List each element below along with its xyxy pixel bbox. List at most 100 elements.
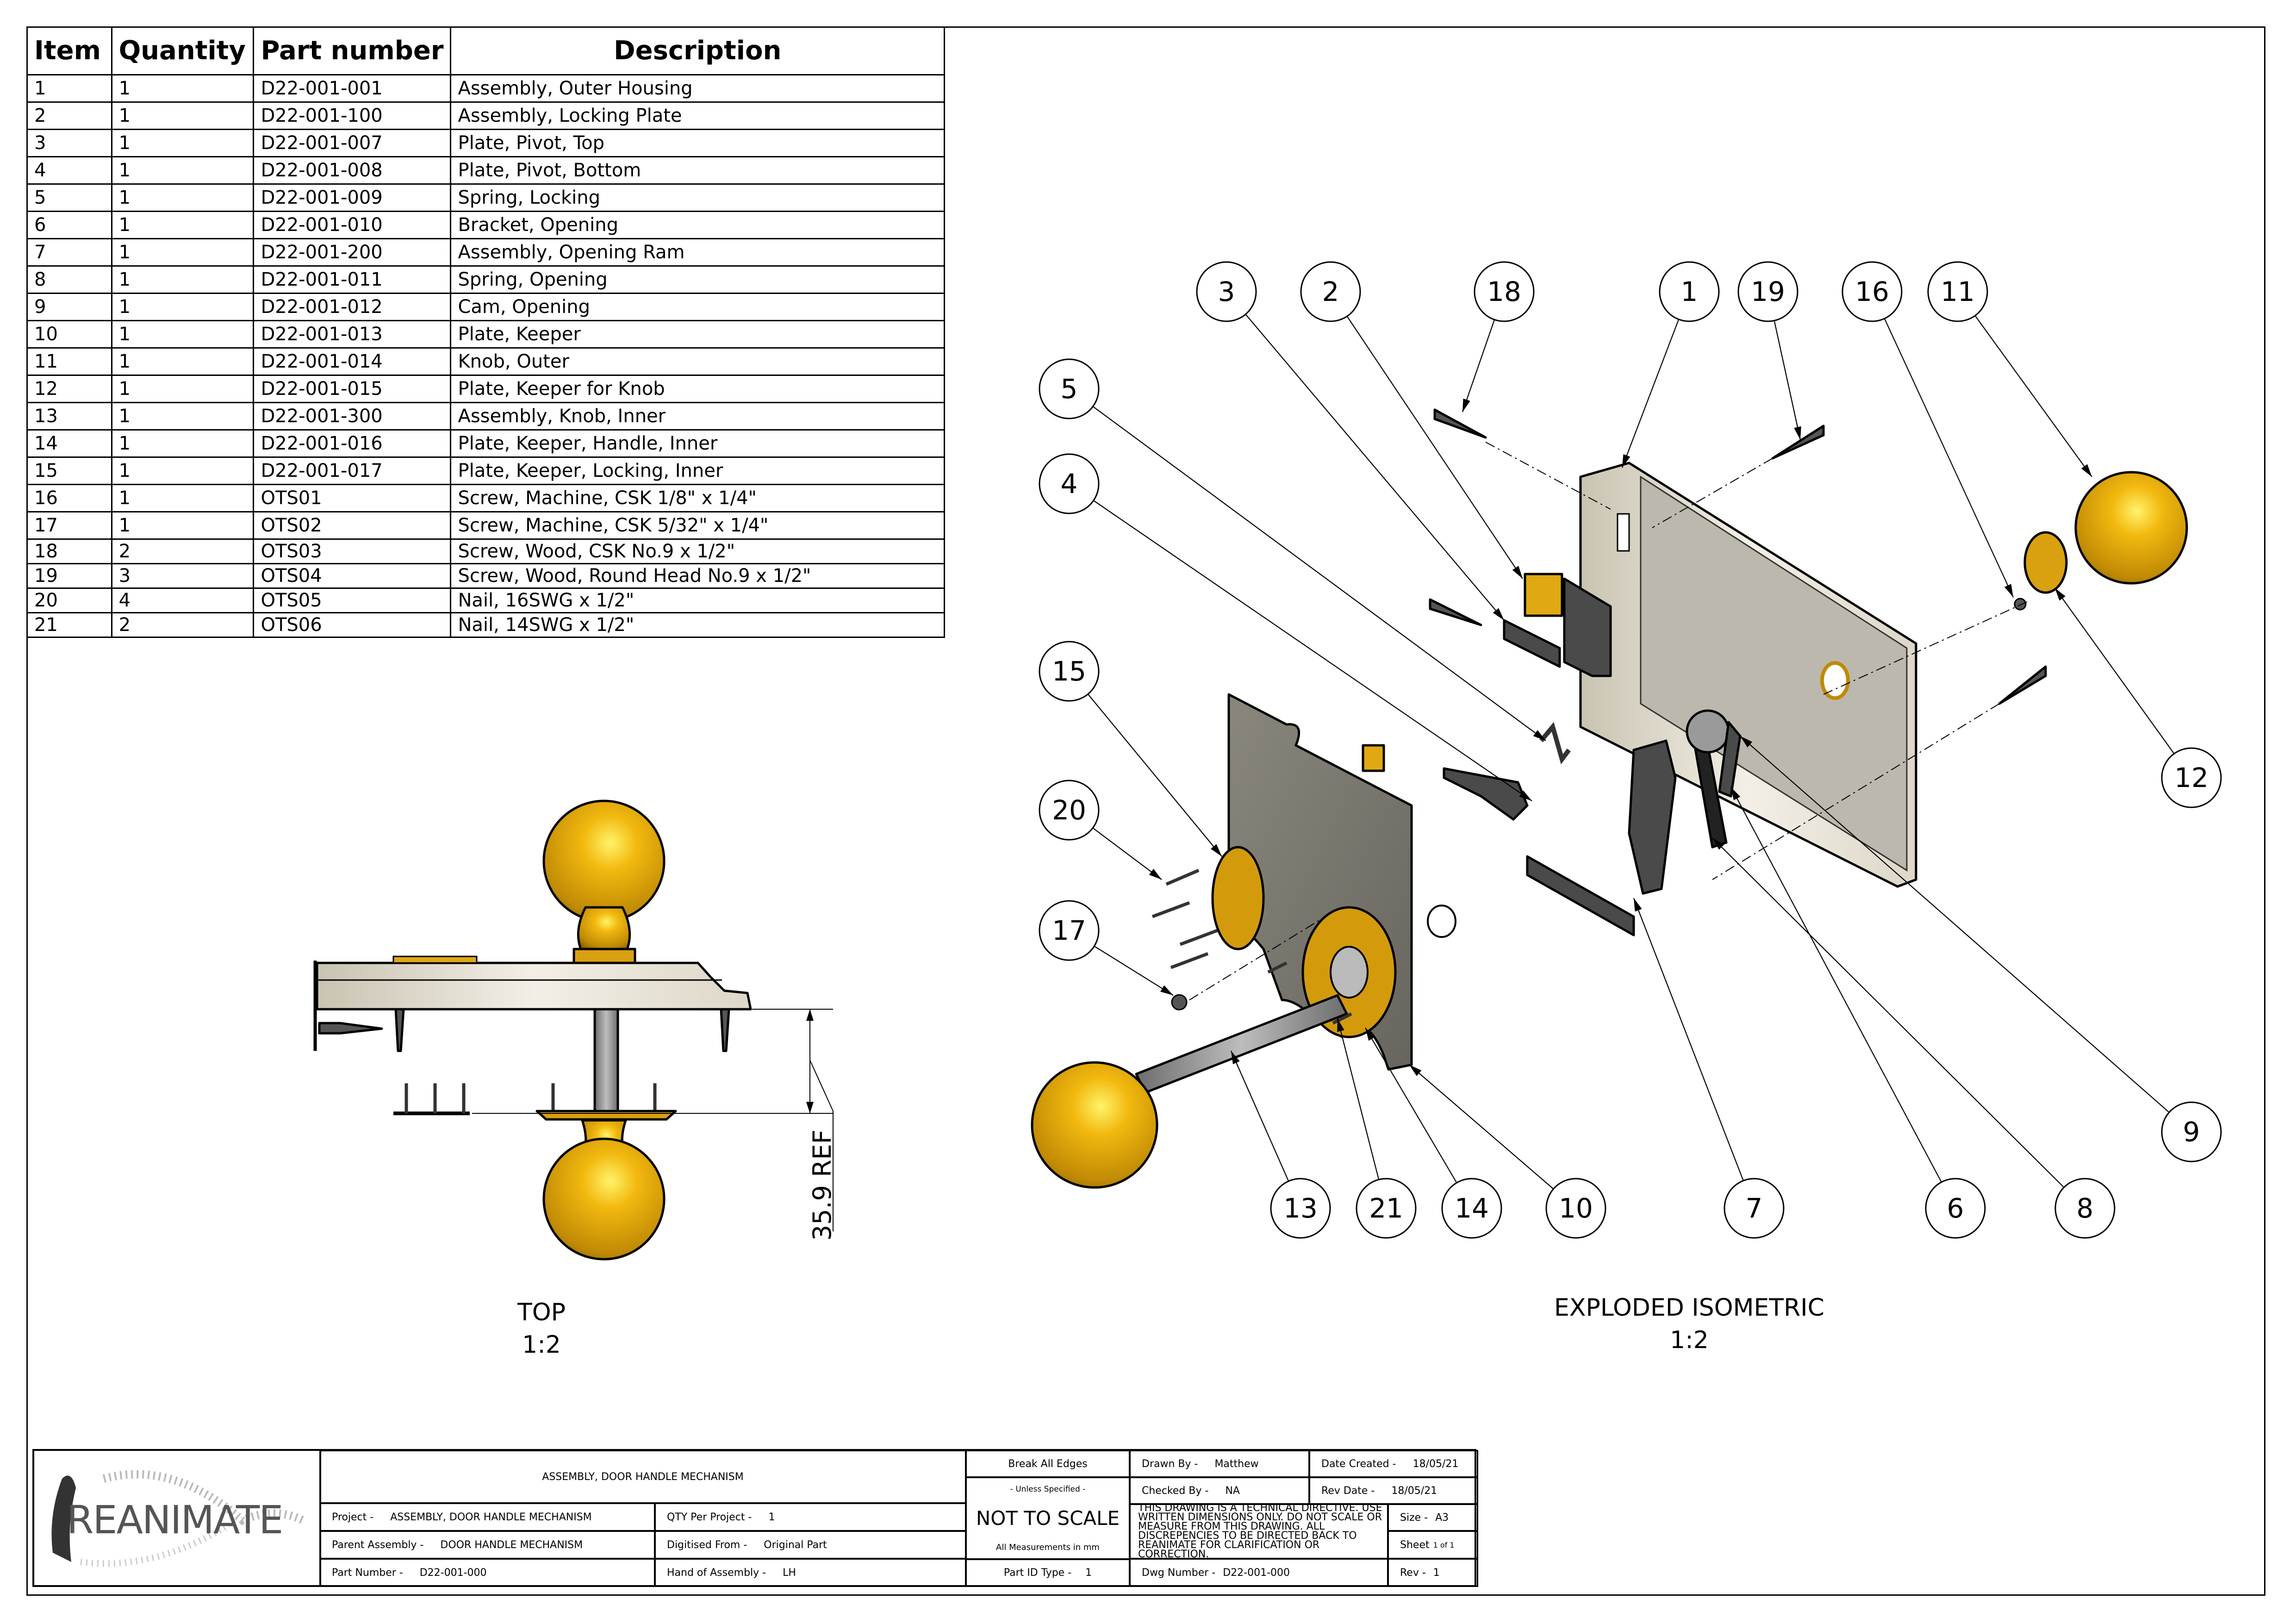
- drawing-border: [26, 26, 2265, 1596]
- bom-cell-part-number: D22-001-100: [253, 101, 452, 130]
- bom-cell-part-number: D22-001-011: [253, 265, 452, 294]
- parent-assembly-value: DOOR HANDLE MECHANISM: [440, 1539, 583, 1551]
- bom-cell-quantity: 2: [111, 612, 255, 638]
- leader-line-2: [1346, 316, 1523, 579]
- balloon-13: 13: [1270, 1178, 1331, 1239]
- dwg-number-field: Dwg Number - D22-001-000: [1129, 1558, 1388, 1587]
- bom-cell-item: 18: [26, 538, 112, 564]
- leader-line-10: [1409, 1064, 1554, 1190]
- wood-screw-mid-left: [1429, 598, 1482, 626]
- bom-cell-description: Spring, Locking: [450, 183, 945, 212]
- exploded-view: [1031, 408, 2188, 1189]
- balloon-6: 6: [1925, 1178, 1986, 1239]
- rev-date-value: 18/05/21: [1391, 1485, 1437, 1497]
- leader-arrow-18: [1462, 398, 1470, 412]
- bom-cell-description: Plate, Keeper for Knob: [450, 375, 945, 403]
- part-number-label: Part Number -: [332, 1567, 403, 1579]
- leader-line-17: [1094, 945, 1174, 996]
- bom-cell-description: Knob, Outer: [450, 347, 945, 376]
- bom-cell-quantity: 1: [111, 402, 255, 431]
- balloon-circle: [1300, 261, 1361, 322]
- top-view-side-screw: [318, 1022, 383, 1035]
- opening-cam: [1686, 709, 1730, 754]
- part-id-label: Part ID Type -: [1003, 1567, 1072, 1579]
- balloon-11: 11: [1927, 261, 1988, 322]
- bom-cell-item: 21: [26, 612, 112, 638]
- bom-cell-quantity: 1: [111, 511, 255, 540]
- exploded-view-name: EXPLODED ISOMETRIC: [1554, 1294, 1824, 1322]
- leader-line-11: [1974, 315, 2092, 477]
- balloon-18: 18: [1474, 261, 1535, 322]
- bom-cell-item: 6: [26, 211, 112, 239]
- date-created-value: 18/05/21: [1412, 1458, 1459, 1470]
- leader-arrow-14: [1365, 1028, 1375, 1041]
- date-created-field: Date Created - 18/05/21: [1309, 1450, 1478, 1478]
- part-number-field: Part Number - D22-001-000: [319, 1558, 655, 1587]
- bom-cell-description: Screw, Wood, Round Head No.9 x 1/2": [450, 563, 945, 589]
- housing-slot: [1617, 513, 1630, 552]
- balloon-9: 9: [2161, 1101, 2222, 1162]
- project-label: Project -: [332, 1511, 374, 1523]
- parent-assembly-field: Parent Assembly - DOOR HANDLE MECHANISM: [319, 1530, 655, 1559]
- leader-arrow-19: [1794, 426, 1801, 440]
- checked-by-field: Checked By - NA: [1129, 1477, 1310, 1505]
- top-view-scale: 1:2: [522, 1331, 561, 1359]
- bom-cell-item: 12: [26, 375, 112, 403]
- leader-line-19: [1773, 320, 1801, 440]
- balloon-number: 2: [1322, 276, 1339, 307]
- balloon-1: 1: [1659, 261, 1720, 322]
- leader-line-14: [1365, 1027, 1457, 1183]
- balloon-21: 21: [1356, 1178, 1417, 1239]
- bom-cell-part-number: D22-001-013: [253, 320, 452, 349]
- sheet-label: Sheet: [1400, 1539, 1430, 1551]
- exploded-view-label: EXPLODED ISOMETRIC 1:2: [1504, 1292, 1874, 1356]
- balloon-number: 19: [1751, 276, 1785, 307]
- bom-cell-item: 4: [26, 156, 112, 185]
- balloon-circle: [1270, 1178, 1331, 1239]
- leader-arrow-6: [1731, 787, 1741, 800]
- leader-line-15: [1087, 693, 1222, 857]
- outer-knob: [2074, 471, 2188, 585]
- leader-line-12: [2054, 587, 2175, 754]
- round-head-screw-right: [1998, 665, 2047, 705]
- balloon-circle: [1724, 1178, 1785, 1239]
- balloon-number: 6: [1947, 1193, 1964, 1224]
- bom-cell-item: 19: [26, 563, 112, 589]
- sheet-size-field: Size - A3: [1388, 1504, 1478, 1531]
- revision-label: Rev -: [1400, 1567, 1426, 1579]
- top-view-outer-knob: [542, 800, 666, 923]
- bom-cell-quantity: 2: [111, 538, 255, 564]
- hand-of-assembly-field: Hand of Assembly - LH: [654, 1558, 966, 1587]
- bom-cell-item: 2: [26, 101, 112, 130]
- centerline: [1485, 442, 1611, 510]
- keeper-plate-hole: [1427, 905, 1456, 938]
- leader-arrow-1: [1622, 454, 1630, 468]
- bom-cell-quantity: 1: [111, 265, 255, 294]
- centerline: [1189, 912, 1333, 1000]
- leader-line-1: [1621, 319, 1680, 468]
- drawn-by-value: Matthew: [1214, 1458, 1259, 1470]
- inner-knob: [1031, 1061, 1158, 1189]
- balloon-16: 16: [1842, 261, 1903, 322]
- balloon-number: 12: [2174, 762, 2209, 793]
- leader-line-6: [1730, 787, 1942, 1183]
- leader-arrow-8: [1712, 838, 1724, 850]
- bom-header-part-number: Part number: [253, 26, 452, 75]
- parent-assembly-label: Parent Assembly -: [332, 1539, 424, 1551]
- bom-cell-quantity: 3: [111, 563, 255, 589]
- housing-spindle-hole: [1820, 661, 1850, 700]
- bom-cell-description: Screw, Machine, CSK 1/8" x 1/4": [450, 484, 945, 512]
- balloon-circle: [1039, 641, 1100, 702]
- bom-cell-part-number: OTS04: [253, 563, 452, 589]
- leader-arrow-2: [1512, 566, 1523, 579]
- top-view-label: TOP 1:2: [463, 1296, 620, 1361]
- bom-cell-quantity: 1: [111, 74, 255, 103]
